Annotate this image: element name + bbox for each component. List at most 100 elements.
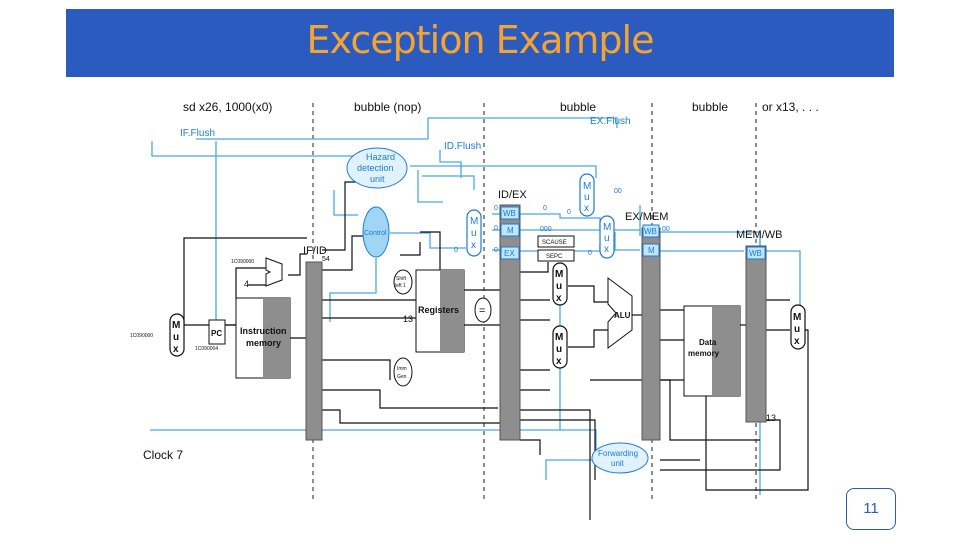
slide-title: Exception Example [306, 18, 655, 62]
if-stage-instruction: sd x26, 1000(x0) [183, 100, 272, 114]
mux-b-u: u [471, 228, 477, 239]
datapath-wires [183, 181, 809, 520]
value-13-registers: 13 [403, 314, 413, 324]
mux-pc-m: M [172, 320, 180, 331]
mux-wb-u: u [794, 324, 800, 335]
black-mux-shapes [169, 262, 806, 369]
exmem-m-label: M [648, 246, 655, 255]
memwb-wb-label: WB [749, 249, 762, 258]
value-0-b: 0 [494, 225, 498, 232]
imm-label-1: Imm [397, 366, 407, 372]
shift-label-2: left 1 [395, 283, 406, 289]
instruction-memory-label-2: memory [246, 338, 281, 348]
id-stage-instruction: bubble (nop) [354, 100, 421, 114]
page-number: 11 [863, 500, 879, 517]
id-flush-label: ID.Flush [444, 141, 481, 152]
control-bit-boxes [500, 206, 766, 260]
value-0-f: 0 [567, 209, 571, 216]
shift-left-unit [393, 269, 413, 295]
mux-pc-x: x [173, 344, 179, 355]
exmem-wb-label: WB [644, 227, 657, 236]
page-number-badge: 11 [846, 488, 896, 530]
idex-m-label: M [507, 226, 514, 235]
title-bar: Exception Example [66, 9, 894, 77]
ex-flush-label: EX.Flush [590, 116, 631, 127]
pipeline-registers [305, 204, 767, 441]
mux-wb-x: x [794, 336, 800, 347]
mem-stage-instruction: bubble [692, 100, 728, 114]
mem-wb-label: MEM/WB [736, 229, 782, 241]
value-00-b: 00 [662, 226, 670, 233]
value-13-wb: 13 [766, 413, 776, 423]
mux-fa-u: u [556, 281, 562, 292]
control-unit [362, 206, 390, 258]
value-54: 54 [322, 256, 330, 263]
hazard-label-1: Hazard [366, 152, 395, 162]
pc-label: PC [211, 329, 222, 338]
sepc-box [537, 249, 575, 262]
hazard-detection-unit [346, 147, 408, 189]
mux-fa-x: x [556, 293, 562, 304]
scause-label: SCAUSE [542, 240, 567, 246]
sepc-label: SEPC [546, 254, 563, 260]
equality-comparator [474, 297, 492, 323]
address-pc-out: 1C090004 [195, 346, 218, 352]
clock-label: Clock 7 [143, 448, 183, 462]
imm-gen-unit [393, 357, 413, 387]
shift-label-1: Shift [396, 276, 407, 282]
instruction-memory-shade [263, 298, 290, 378]
mux-a-x: x [584, 203, 589, 214]
mux-c-m: M [603, 222, 611, 233]
data-memory-shade [712, 306, 740, 396]
control-label: Control [364, 230, 387, 237]
idex-ex-label: EX [504, 249, 515, 258]
hazard-label-3: unit [370, 174, 385, 184]
mux-fb-u: u [556, 344, 562, 355]
mux-shapes [466, 173, 615, 259]
mux-a-u: u [584, 192, 590, 203]
registers-label: Registers [418, 305, 459, 315]
if-flush-label: IF.Flush [180, 128, 215, 139]
pc-adder [265, 257, 283, 287]
value-0-g: 0 [588, 250, 592, 257]
value-000: 000 [540, 226, 552, 233]
mux-fb-x: x [556, 356, 562, 367]
if-id-label: IF/ID [303, 245, 327, 257]
data-memory-label-2: memory [688, 349, 720, 358]
mux-b-x: x [471, 240, 476, 251]
ex-mem-label: EX/MEM [625, 211, 668, 223]
alu [607, 277, 633, 349]
mux-b-m: M [470, 216, 478, 227]
address-top: 1C090000 [231, 259, 254, 265]
value-0-e: 0 [543, 205, 547, 212]
mux-a-m: M [583, 181, 591, 192]
data-memory-label-1: Data [699, 338, 717, 347]
forwarding-unit [591, 442, 649, 474]
idex-wb-label: WB [503, 209, 516, 218]
hazard-label-2: detection [357, 163, 394, 173]
four-label: 4 [244, 279, 249, 289]
mux-wb-m: M [793, 312, 801, 323]
alu-label: ALU [614, 311, 631, 320]
imm-label-2: Gen [397, 374, 407, 380]
id-ex-label: ID/EX [498, 189, 527, 201]
value-00-a: 00 [614, 188, 622, 195]
forwarding-label-1: Forwarding [598, 449, 638, 458]
register-file-shade [440, 270, 464, 352]
instruction-memory-label-1: Instruction [240, 326, 287, 336]
ex-stage-instruction: bubble [560, 100, 596, 114]
mux-fb-m: M [555, 332, 563, 343]
value-0-d: 0 [494, 247, 498, 254]
address-left: 1C090000 [130, 333, 153, 339]
scause-box [537, 235, 575, 248]
value-0-c: 0 [454, 247, 458, 254]
value-0-a: 0 [494, 205, 498, 212]
wb-stage-instruction: or x13, . . . [762, 100, 819, 114]
mux-pc-u: u [173, 332, 179, 343]
pc-register [208, 319, 226, 345]
mux-c-x: x [604, 244, 609, 255]
mux-c-u: u [604, 233, 610, 244]
forwarding-label-2: unit [611, 459, 625, 468]
mux-fa-m: M [555, 269, 563, 280]
